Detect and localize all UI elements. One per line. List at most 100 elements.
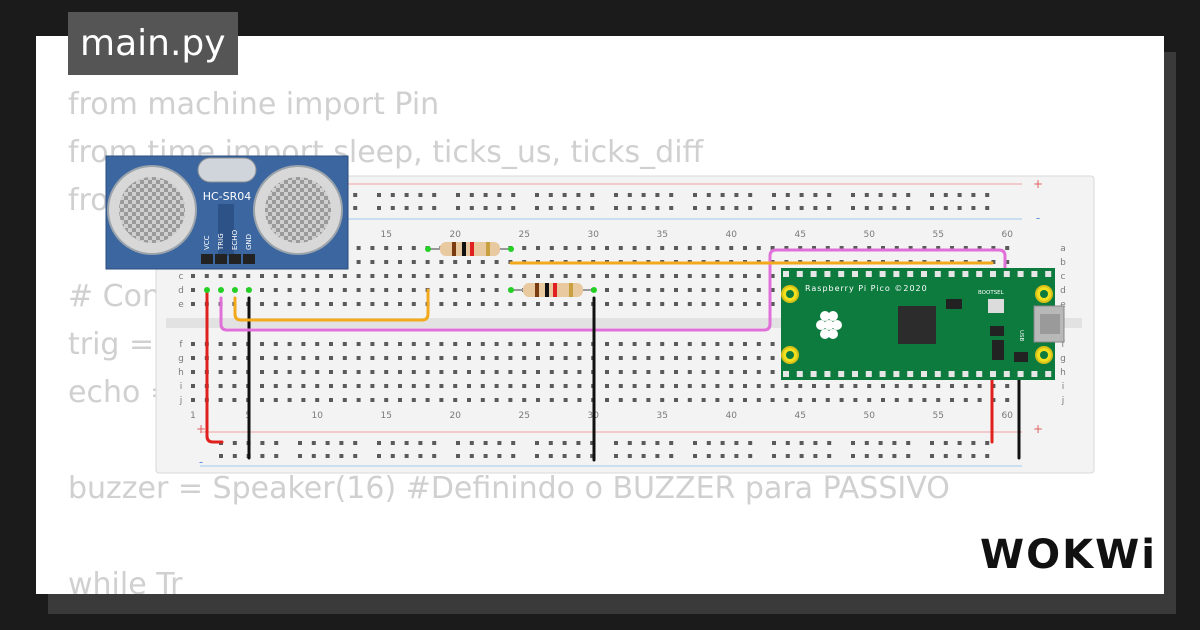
breadboard-hole [756, 398, 761, 402]
rail-hole [772, 454, 776, 458]
rail-hole [864, 206, 869, 210]
rail-hole [892, 206, 897, 210]
breadboard-hole [770, 274, 775, 278]
breadboard-hole [605, 342, 609, 346]
breadboard-hole [798, 246, 803, 250]
rail-hole [930, 193, 934, 197]
pico-pin [879, 371, 886, 377]
breadboard-hole [232, 384, 237, 388]
pico-pin [921, 371, 927, 377]
sensor-pin-headers [201, 254, 255, 293]
rail-hole [720, 193, 725, 197]
breadboard-hole [922, 246, 927, 250]
rail-hole [971, 454, 976, 458]
breadboard-hole [260, 384, 264, 388]
rail-hole [748, 206, 753, 210]
rail-hole [906, 193, 911, 197]
breadboard-hole [480, 302, 485, 306]
breadboard-hole [356, 260, 361, 264]
breadboard-hole [384, 246, 389, 250]
breadboard-hole [839, 398, 844, 402]
breadboard-hole [660, 370, 665, 374]
rail-hole [627, 441, 632, 445]
breadboard-label: i [180, 382, 183, 392]
breadboard-hole [411, 288, 416, 292]
breadboard-hole [398, 246, 402, 250]
breadboard-hole [287, 274, 292, 278]
breadboard-hole [273, 302, 278, 306]
breadboard-hole [646, 356, 651, 360]
breadboard-hole [329, 384, 333, 388]
rail-hole [693, 441, 697, 445]
breadboard-label: 45 [794, 230, 805, 240]
rail-hole [669, 454, 674, 458]
rail-hole [734, 454, 739, 458]
breadboard-label: a [1060, 244, 1066, 254]
breadboard-hole [715, 274, 720, 278]
rail-hole [260, 441, 265, 445]
pico-pin [990, 371, 996, 377]
breadboard-label: - [1036, 211, 1040, 225]
breadboard-hole [549, 274, 554, 278]
breadboard-label: + [196, 422, 206, 436]
breadboard-hole [508, 302, 513, 306]
breadboard-hole [398, 370, 402, 374]
breadboard-label: e [1060, 300, 1066, 310]
rail-hole [576, 193, 581, 197]
rail-hole [748, 441, 753, 445]
rail-hole [418, 454, 423, 458]
breadboard-hole [232, 356, 237, 360]
breadboard-hole [467, 384, 471, 388]
breadboard-hole [577, 398, 582, 402]
pico-pin [838, 271, 845, 277]
breadboard-hole [618, 302, 623, 306]
rail-hole [353, 454, 358, 458]
breadboard-hole [480, 342, 485, 346]
breadboard-hole [770, 246, 775, 250]
breadboard-hole [577, 342, 582, 346]
pico-pin-row [783, 271, 1052, 377]
breadboard-hole [370, 260, 375, 264]
rail-hole [432, 206, 437, 210]
breadboard-hole [536, 384, 540, 388]
rail-hole [614, 441, 618, 445]
breadboard-hole [315, 384, 320, 388]
breadboard-hole [218, 342, 223, 346]
breadboard-hole [894, 246, 899, 250]
breadboard-hole [480, 384, 485, 388]
rail-hole [432, 454, 437, 458]
breadboard-hole [494, 356, 499, 360]
rail-hole [353, 441, 358, 445]
breadboard-hole [922, 398, 927, 402]
rail-hole [878, 441, 883, 445]
breadboard-hole [356, 246, 361, 250]
rail-hole [655, 206, 660, 210]
breadboard-hole [398, 342, 402, 346]
breadboard-hole [908, 246, 913, 250]
breadboard-hole [549, 246, 554, 250]
breadboard-hole [260, 302, 264, 306]
breadboard-hole [191, 302, 195, 306]
breadboard-hole [453, 356, 458, 360]
rail-hole [576, 454, 581, 458]
rail-hole [878, 206, 883, 210]
breadboard-hole [342, 302, 347, 306]
pico-pin [976, 271, 983, 277]
pico-pin [1003, 371, 1010, 377]
breadboard-label: 25 [518, 230, 529, 240]
rail-hole [562, 441, 567, 445]
breadboard-hole [273, 384, 278, 388]
breadboard-hole [605, 384, 609, 388]
breadboard-hole [370, 288, 375, 292]
breadboard-hole [687, 370, 692, 374]
breadboard-hole [370, 384, 375, 388]
breadboard-hole [467, 274, 471, 278]
breadboard-hole [881, 384, 885, 388]
breadboard-hole [301, 288, 306, 292]
wire-echo [219, 248, 1007, 332]
rail-hole [548, 454, 553, 458]
rail-hole [813, 454, 818, 458]
breadboard-hole [522, 370, 527, 374]
breadboard-hole [522, 246, 527, 250]
